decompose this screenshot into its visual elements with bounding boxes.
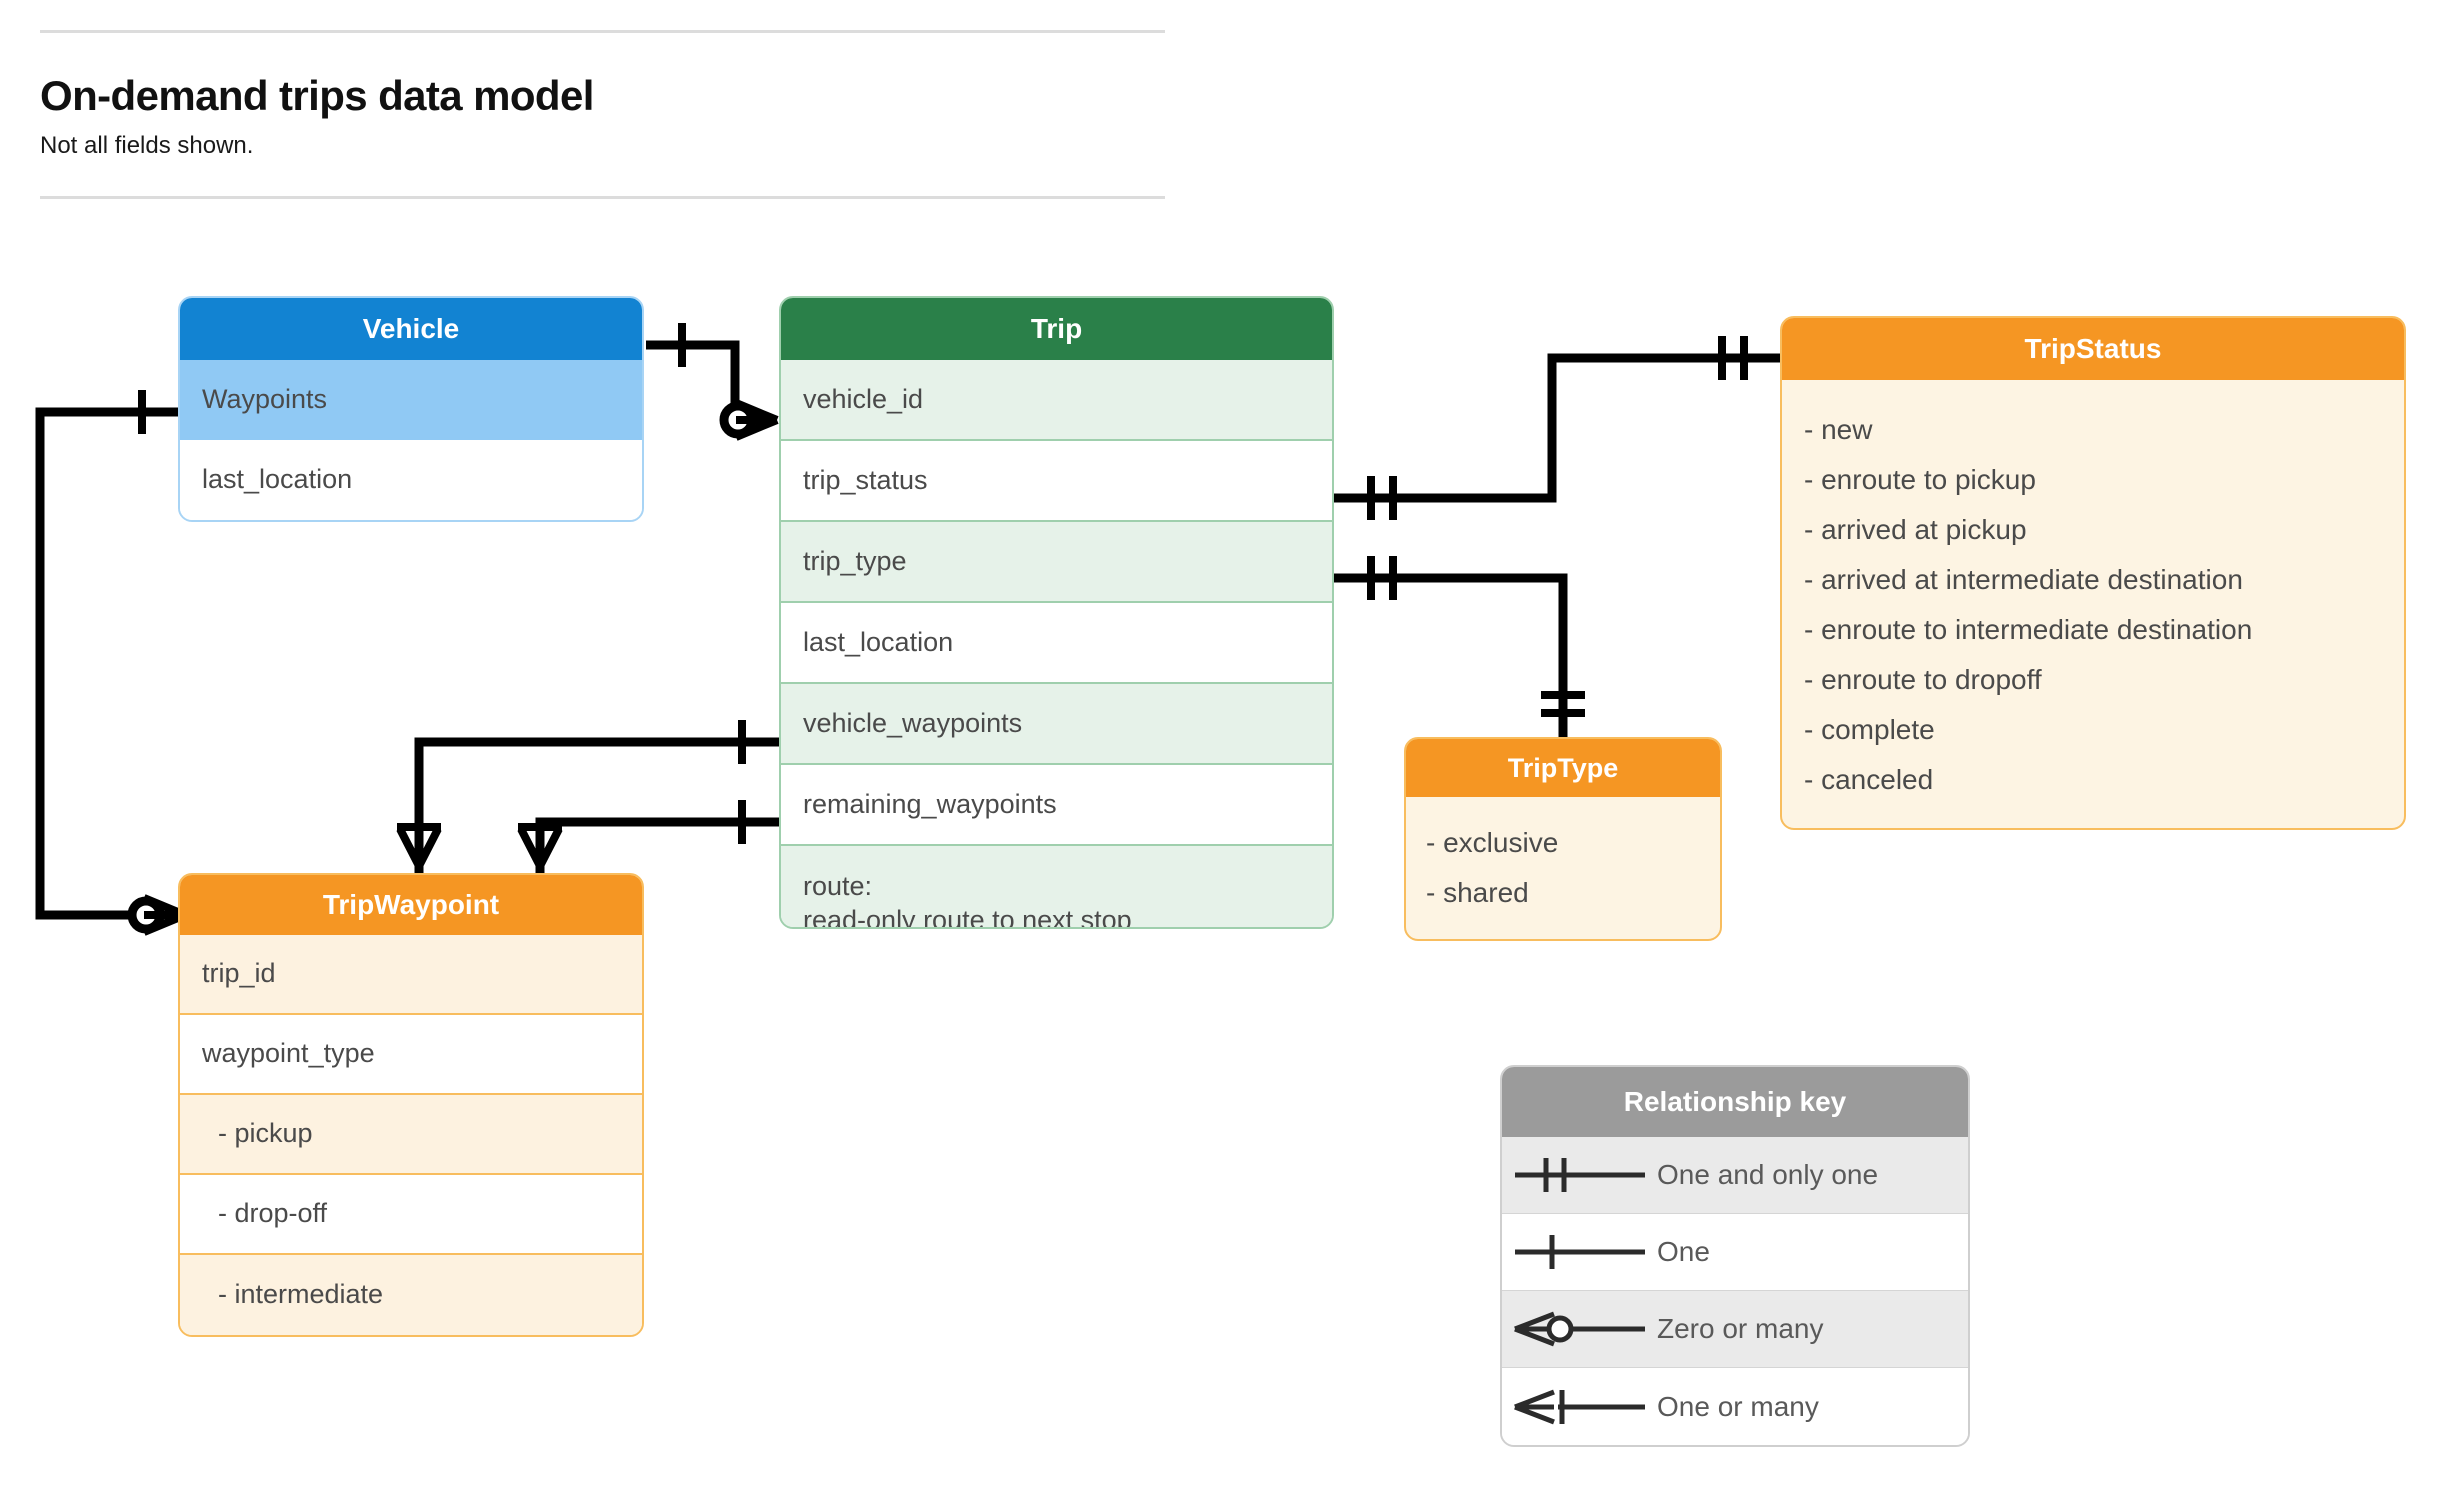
- relationship-key-title: Relationship key: [1502, 1067, 1968, 1137]
- one-icon: [1502, 1229, 1657, 1275]
- legend-item-one: One: [1502, 1214, 1968, 1291]
- entity-trip-type-title: TripType: [1406, 739, 1720, 797]
- trip-field-remaining-waypoints[interactable]: remaining_waypoints: [781, 765, 1332, 846]
- entity-vehicle-title: Vehicle: [180, 298, 642, 360]
- trip-waypoint-field-trip-id[interactable]: trip_id: [180, 935, 642, 1015]
- trip-field-trip-type[interactable]: trip_type: [781, 522, 1332, 603]
- legend-label: One: [1657, 1236, 1710, 1267]
- page-title: On-demand trips data model: [40, 72, 594, 119]
- header-bottom-rule: [40, 195, 1165, 199]
- zero-or-many-icon: [1502, 1306, 1657, 1352]
- trip-field-route-line1: route:: [803, 871, 873, 901]
- crowfoot-tripwaypoint-b: [517, 827, 563, 868]
- entity-trip-waypoint[interactable]: TripWaypoint trip_id waypoint_type - pic…: [178, 873, 644, 1337]
- trip-field-trip-status[interactable]: trip_status: [781, 441, 1332, 522]
- trip-status-value: - canceled: [1804, 763, 1934, 795]
- legend-item-one-or-many: One or many: [1502, 1368, 1968, 1445]
- trip-status-value: - enroute to pickup: [1804, 463, 2036, 495]
- trip-status-value: - arrived at intermediate destination: [1804, 563, 2243, 595]
- entity-trip-type[interactable]: TripType - exclusive - shared: [1404, 737, 1722, 941]
- trip-status-value: - new: [1804, 413, 1873, 445]
- entity-trip-status-body: - new - enroute to pickup - arrived at p…: [1782, 380, 2404, 828]
- trip-status-value: - arrived at pickup: [1804, 513, 2027, 545]
- entity-vehicle[interactable]: Vehicle Waypoints last_location: [178, 296, 644, 522]
- header-top-rule: [40, 30, 1165, 33]
- entity-trip-body: vehicle_id trip_status trip_type last_lo…: [781, 360, 1332, 927]
- vehicle-field-last-location[interactable]: last_location: [180, 440, 642, 520]
- connector-trip-triptype: [1334, 573, 1568, 737]
- legend-label: One or many: [1657, 1390, 1819, 1422]
- crowfoot-tripwaypoint-a: [396, 827, 442, 868]
- trip-waypoint-field-waypoint-type[interactable]: waypoint_type: [180, 1015, 642, 1095]
- trip-field-last-location[interactable]: last_location: [781, 603, 1332, 684]
- one-and-only-one-icon: [1502, 1152, 1657, 1198]
- relationship-key-panel: Relationship key One and only one One: [1500, 1065, 1970, 1447]
- trip-field-route-line2: read-only route to next stop: [803, 904, 1132, 929]
- connector-vehicle-waypoints-row: [414, 737, 779, 873]
- trip-type-value: - shared: [1426, 876, 1529, 908]
- trip-field-route[interactable]: route: read-only route to next stop: [781, 846, 1332, 927]
- entity-trip-waypoint-title: TripWaypoint: [180, 875, 642, 935]
- zero-circle-vehicle-trip: [719, 401, 757, 439]
- trip-field-vehicle-id[interactable]: vehicle_id: [781, 360, 1332, 441]
- entity-trip-title: Trip: [781, 298, 1332, 360]
- one-or-many-icon: [1502, 1384, 1657, 1430]
- legend-label: Zero or many: [1657, 1313, 1824, 1344]
- connector-vehicle-trip: [646, 340, 740, 420]
- vehicle-field-waypoints[interactable]: Waypoints: [180, 360, 642, 440]
- connector-remaining-waypoints-row: [535, 817, 779, 873]
- crowfoot-vehicle-trip: [734, 399, 779, 441]
- trip-status-value: - complete: [1804, 713, 1935, 745]
- zero-circle-tripwaypoint: [127, 896, 165, 934]
- page-header: On-demand trips data model Not all field…: [40, 30, 1165, 199]
- connector-vehicle-waypoints-tripwaypoint: [35, 407, 178, 920]
- page-subtitle: Not all fields shown.: [40, 132, 254, 160]
- connector-trip-tripstatus: [1334, 353, 1780, 503]
- trip-field-vehicle-waypoints[interactable]: vehicle_waypoints: [781, 684, 1332, 765]
- trip-status-value: - enroute to intermediate destination: [1804, 613, 2253, 645]
- entity-trip-type-body: - exclusive - shared: [1406, 797, 1720, 939]
- legend-item-zero-or-many: Zero or many: [1502, 1291, 1968, 1368]
- entity-trip-status[interactable]: TripStatus - new - enroute to pickup - a…: [1780, 316, 2406, 830]
- trip-type-value: - exclusive: [1426, 826, 1559, 858]
- entity-trip-status-title: TripStatus: [1782, 318, 2404, 380]
- trip-waypoint-value-pickup: - pickup: [180, 1095, 642, 1175]
- legend-item-one-and-only-one: One and only one: [1502, 1137, 1968, 1214]
- trip-status-value: - enroute to dropoff: [1804, 663, 2042, 695]
- entity-trip[interactable]: Trip vehicle_id trip_status trip_type la…: [779, 296, 1334, 929]
- legend-label: One and only one: [1657, 1159, 1879, 1190]
- trip-waypoint-value-drop-off: - drop-off: [180, 1175, 642, 1255]
- trip-waypoint-value-intermediate: - intermediate: [180, 1255, 642, 1335]
- entity-vehicle-body: Waypoints last_location: [180, 360, 642, 520]
- entity-trip-waypoint-body: trip_id waypoint_type - pickup - drop-of…: [180, 935, 642, 1335]
